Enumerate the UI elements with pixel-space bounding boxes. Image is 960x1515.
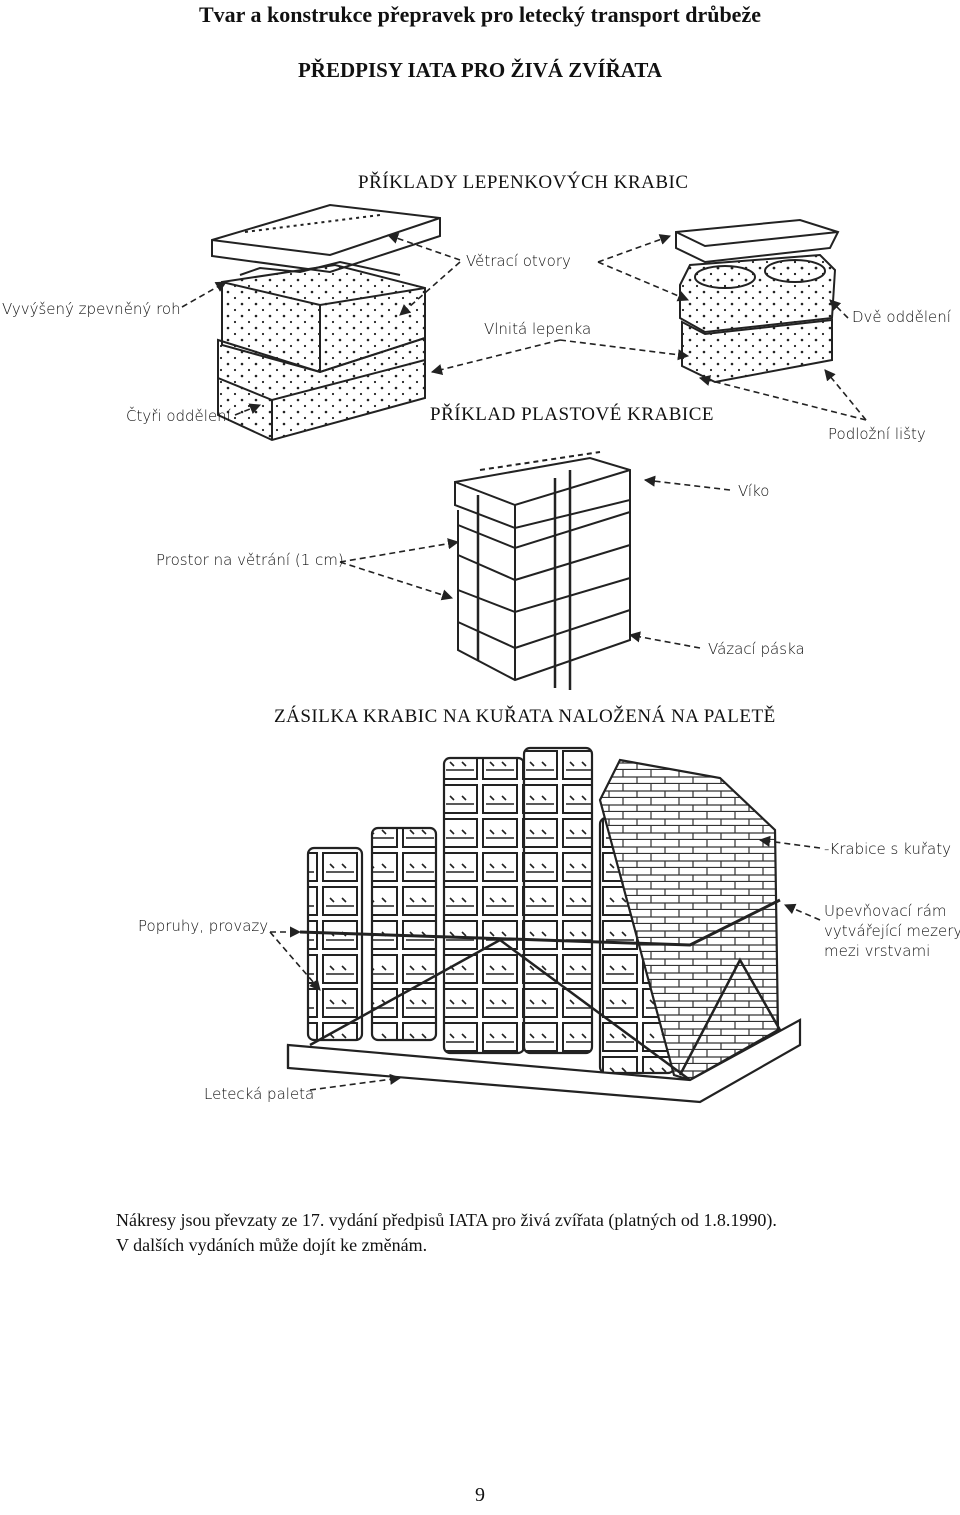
plastic-box-stack — [454, 451, 631, 690]
label-lid: Víko — [738, 482, 770, 500]
page-title: Tvar a konstrukce přepravek pro letecký … — [199, 2, 761, 27]
label-frame-line2: vytvářející mezery — [824, 922, 960, 940]
page-subtitle: PŘEDPISY IATA PRO ŽIVÁ ZVÍŘATA — [297, 58, 663, 82]
label-raised-corner: Vyvýšený zpevněný roh — [2, 300, 181, 318]
label-frame-line3: mezi vrstvami — [824, 942, 931, 960]
label-vents: Větrací otvory — [466, 252, 571, 270]
page-number: 9 — [475, 1484, 485, 1506]
cardboard-box-four-compartments — [211, 203, 441, 442]
label-straps-ropes: Popruhy, provazy — [138, 917, 269, 935]
label-corrugated: Vlnitá lepenka — [484, 320, 592, 338]
source-note-line1: Nákresy jsou převzaty ze 17. vydání před… — [116, 1210, 777, 1230]
label-four-compartments: Čtyři oddělení — [126, 407, 231, 425]
heading-cardboard-boxes: PŘÍKLADY LEPENKOVÝCH KRABIC — [358, 172, 689, 193]
label-chicken-boxes: -Krabice s kuřaty — [824, 840, 951, 858]
leader-lines — [181, 233, 867, 1091]
label-base-strips: Podložní lišty — [828, 425, 926, 443]
label-air-pallet: Letecká paleta — [204, 1085, 315, 1103]
label-vent-space: Prostor na větrání (1 cm) — [156, 551, 344, 569]
source-note-line2: V dalších vydáních může dojít ke změnám. — [116, 1235, 428, 1255]
heading-pallet-shipment: ZÁSILKA KRABIC NA KUŘATA NALOŽENÁ NA PAL… — [274, 706, 776, 727]
label-binding-strap: Vázací páska — [708, 640, 805, 658]
label-frame-line1: Upevňovací rám — [824, 902, 947, 920]
cardboard-box-two-compartments — [675, 218, 840, 384]
heading-plastic-box: PŘÍKLAD PLASTOVÉ KRABICE — [430, 404, 715, 425]
pallet-shipment — [286, 746, 802, 1104]
label-two-compartments: Dvě oddělení — [852, 308, 951, 326]
